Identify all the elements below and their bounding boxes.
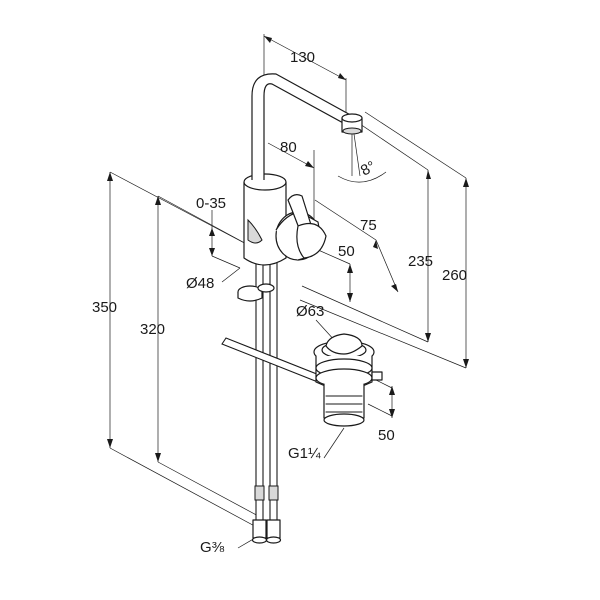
label-hose-length: 320 <box>140 321 165 338</box>
label-body-diameter: Ø48 <box>186 275 214 292</box>
supply-hoses <box>251 261 282 544</box>
label-hose-thread: G⅜ <box>200 539 225 556</box>
label-spout-height: 235 <box>408 253 433 270</box>
drain-fitting <box>313 333 383 427</box>
label-total-length: 350 <box>92 299 117 316</box>
label-overall-height: 260 <box>442 267 467 284</box>
label-lever-offset: 80 <box>280 139 297 156</box>
label-adjust-range: 0-35 <box>196 195 226 212</box>
label-drain-diameter: Ø63 <box>296 303 324 320</box>
label-swivel-angle: 8° <box>358 158 379 180</box>
label-drain-thread: G1¼ <box>288 445 321 462</box>
dimension-lines <box>109 34 467 549</box>
mounting-set <box>237 283 275 302</box>
label-drain-depth: 50 <box>378 427 395 444</box>
label-lever-height: 50 <box>338 243 355 260</box>
label-spout-reach: 130 <box>290 49 315 66</box>
dimension-labels: 130 80 8° 0-35 75 50 235 260 Ø48 350 320… <box>92 49 467 556</box>
faucet-body <box>243 73 363 266</box>
dimension-arrows <box>107 36 469 462</box>
label-lever-length: 75 <box>360 217 377 234</box>
